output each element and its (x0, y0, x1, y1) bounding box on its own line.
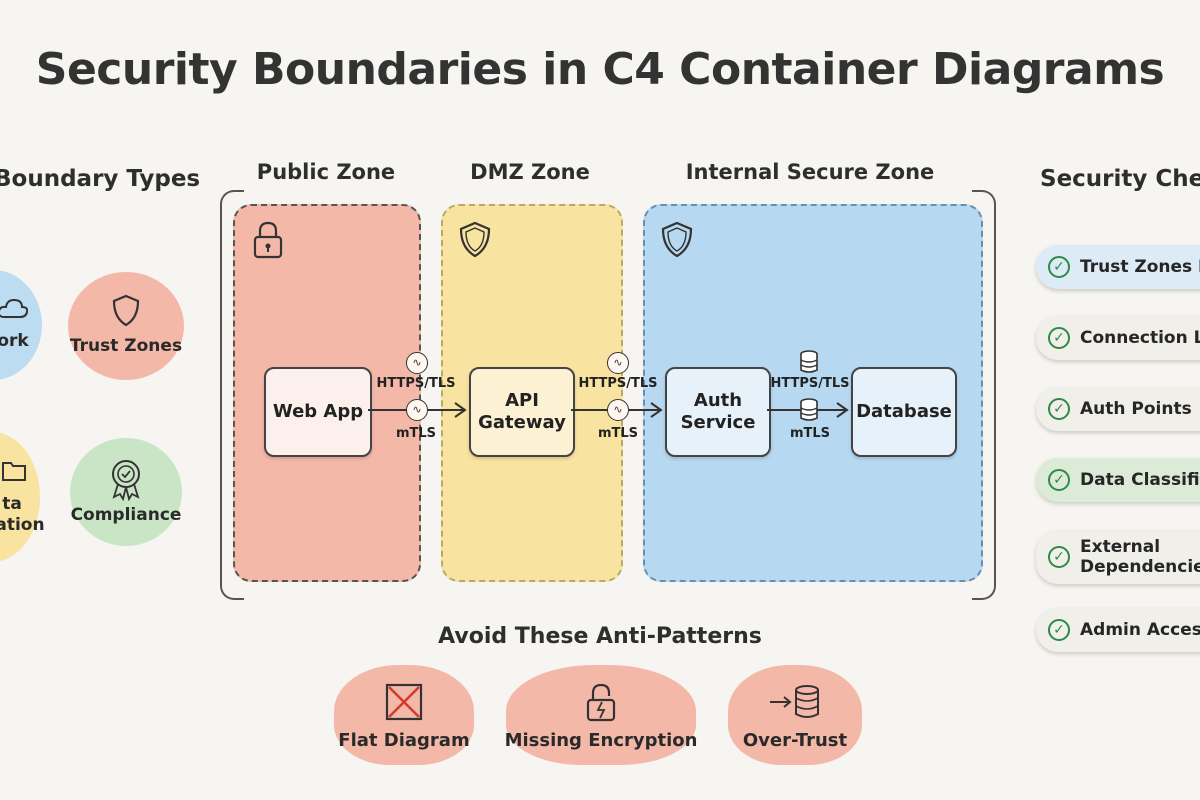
connection-protocol-label: mTLS (597, 426, 639, 441)
crossed-box-icon (385, 683, 423, 721)
zone-label-dmz: DMZ Zone (470, 160, 590, 184)
container-label: Database (856, 401, 952, 423)
checklist-item-data-classification[interactable]: ✓ Data Classific (1036, 458, 1200, 502)
zone-label-internal: Internal Secure Zone (685, 160, 935, 184)
container-label: Web App (272, 401, 364, 423)
checklist-item-external-dependencies[interactable]: ✓ External Dependencies (1036, 530, 1200, 584)
container-label-line1: Auth (693, 390, 743, 412)
connection-protocol-label: mTLS (395, 426, 437, 441)
check-circle-icon: ✓ (1048, 619, 1070, 641)
certificate-badge-icon (112, 460, 140, 502)
boundary-type-data-classification[interactable]: ta ication (0, 432, 45, 562)
container-label-line1: API (505, 390, 539, 412)
shield-icon (459, 221, 491, 258)
check-circle-icon: ✓ (1048, 327, 1070, 349)
boundary-type-label-line2: ication (0, 515, 45, 535)
arrowhead (836, 402, 849, 418)
checklist-item-label: Auth Points (1080, 399, 1192, 419)
broken-lock-icon (586, 683, 616, 722)
boundary-bracket-right (972, 190, 996, 600)
database-icon (800, 350, 818, 373)
arrowhead (454, 402, 467, 418)
api-gateway-container[interactable]: API Gateway (469, 367, 575, 457)
connection-protocol-label: mTLS (789, 426, 831, 441)
connection-protocol-label: HTTPS/TLS (376, 376, 456, 391)
boundary-type-label: Trust Zones (69, 336, 183, 357)
check-circle-icon: ✓ (1048, 546, 1070, 568)
anti-pattern-label: Missing Encryption (504, 730, 698, 751)
boundary-type-label: Compliance (70, 505, 182, 526)
boundary-type-trust-zones[interactable]: Trust Zones (68, 272, 184, 380)
anti-pattern-label: Flat Diagram (338, 730, 470, 751)
boundary-bracket-left (220, 190, 244, 600)
connection-protocol-label: HTTPS/TLS (578, 376, 658, 391)
checklist-item-auth-points[interactable]: ✓ Auth Points (1036, 387, 1200, 431)
checklist-item-label-line1: External (1080, 536, 1161, 557)
connection-protocol-label: HTTPS/TLS (770, 376, 850, 391)
web-app-container[interactable]: Web App (264, 367, 372, 457)
shield-icon (661, 221, 693, 258)
database-icon (800, 398, 818, 421)
checklist-item-connection-labels[interactable]: ✓ Connection La (1036, 316, 1200, 360)
check-circle-icon: ✓ (1048, 398, 1070, 420)
database-container[interactable]: Database (851, 367, 957, 457)
folder-icon (2, 461, 26, 481)
check-circle-icon: ✓ (1048, 256, 1070, 278)
anti-pattern-over-trust[interactable]: Over-Trust (728, 665, 862, 765)
checklist-item-label-line2: Dependencies (1080, 557, 1200, 577)
signal-icon: ∿ (607, 399, 629, 421)
signal-icon: ∿ (607, 352, 629, 374)
page-title: Security Boundaries in C4 Container Diag… (35, 44, 1165, 95)
cloud-icon (0, 299, 28, 319)
arrowhead (650, 402, 663, 418)
check-circle-icon: ✓ (1048, 469, 1070, 491)
container-label-line2: Gateway (478, 412, 566, 433)
security-checklist-heading: Security Chec (1040, 166, 1200, 192)
boundary-type-label-line1: ta (2, 493, 22, 514)
checklist-item-admin-access[interactable]: ✓ Admin Access (1036, 608, 1200, 652)
shield-icon (112, 295, 140, 327)
checklist-item-label: Data Classific (1080, 470, 1200, 490)
checklist-item-label: Admin Access (1080, 620, 1200, 640)
arrow-database-icon (770, 685, 819, 718)
zone-label-public: Public Zone (256, 160, 396, 184)
boundary-type-compliance[interactable]: Compliance (70, 438, 182, 546)
checklist-item-label: Trust Zones D (1080, 257, 1200, 277)
checklist-item-trust-zones[interactable]: ✓ Trust Zones D (1036, 245, 1200, 289)
anti-patterns-heading: Avoid These Anti-Patterns (438, 624, 762, 649)
boundary-types-heading: Boundary Types (0, 166, 201, 192)
auth-service-container[interactable]: Auth Service (665, 367, 771, 457)
signal-icon: ∿ (406, 399, 428, 421)
container-label-line2: Service (680, 412, 756, 433)
checklist-item-label: Connection La (1080, 328, 1200, 348)
lock-icon (253, 221, 283, 259)
anti-pattern-missing-encryption[interactable]: Missing Encryption (504, 665, 698, 765)
anti-pattern-label: Over-Trust (742, 730, 848, 751)
boundary-type-label: ork (0, 331, 29, 352)
signal-icon: ∿ (406, 352, 428, 374)
anti-pattern-flat-diagram[interactable]: Flat Diagram (334, 665, 474, 765)
